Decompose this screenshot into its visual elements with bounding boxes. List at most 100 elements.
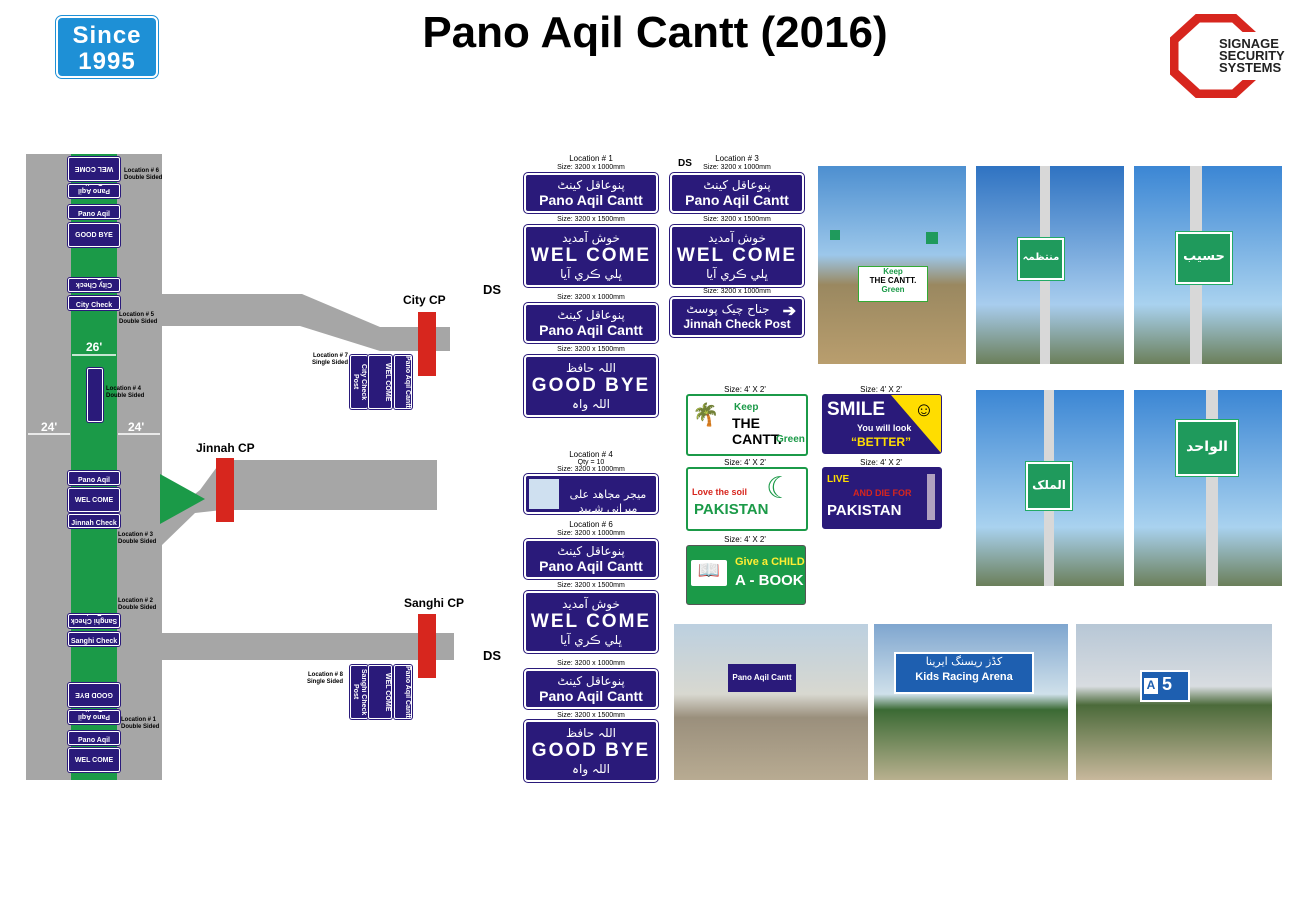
map-sign-pano-loc5: Pano Aqil Cantt (68, 205, 120, 219)
photo-pano-gantry: Pano Aqil Cantt (674, 624, 868, 780)
photo-kids-sign: کڈز ریسنگ ایرینا Kids Racing Arena (894, 652, 1034, 694)
sign-welcome-urdu: خوش آمدید (562, 597, 620, 611)
green-sign-4: الواحد (1176, 420, 1238, 476)
green-sign-3: الملک (1026, 462, 1072, 510)
sign-pano-2: پنوعاقل کینٹ Pano Aqil Cantt (524, 303, 658, 343)
sign-goodbye-english: GOOD BYE (531, 375, 651, 396)
since-label: Since (72, 22, 142, 49)
loc5-label: Location # 5 Double Sided (119, 312, 158, 325)
sign-jinnah-english: Jinnah Check Post (683, 317, 791, 331)
green-text: Green (776, 434, 805, 445)
map-sign-welcome-loc7: WEL COME (368, 355, 392, 409)
sign-welcome-english: WEL COME (530, 611, 652, 632)
better-text: “BETTER” (851, 435, 911, 449)
sign-goodbye-english: GOOD BYE (531, 740, 651, 761)
sign-welcome-3: خوش آمدید WEL COME ڀلي ڪري آيا (670, 225, 804, 287)
loc3-label: Location # 3 Double Sided (118, 532, 157, 545)
sign-pano-english: Pano Aqil Cantt (685, 192, 789, 208)
size-pano-4: Size: 3200 x 1000mm (557, 660, 625, 667)
map-sign-welcome-loc8: WEL COME (368, 665, 392, 719)
map-sign-city-loc7: City Check Post (350, 355, 368, 409)
logo-line-1: SIGNAGE (1219, 36, 1279, 51)
size-welcome-1: Size: 3200 x 1500mm (557, 216, 625, 223)
loc4-size: Size: 3200 x 1000mm (557, 466, 625, 473)
green-sign-1: منتظمہ (1018, 238, 1064, 280)
love-soil-text: Love the soil (692, 487, 748, 497)
sign-goodbye-urdu: اللہ حافظ (565, 361, 616, 375)
photo-pano-sign: Pano Aqil Cantt (728, 664, 796, 692)
photo-a5-sign: A 5 (1076, 624, 1272, 780)
size-welcome-3: Size: 3200 x 1500mm (703, 216, 771, 223)
loc2-label: Location # 2 Double Sided (118, 598, 157, 611)
sign-welcome-sindhi: ڀلي ڪري آيا (560, 633, 622, 647)
photo-small-sign-a (830, 230, 840, 240)
width-center: 26' (86, 340, 103, 354)
sign-pano-urdu: پنوعاقل کینٹ (557, 544, 625, 558)
loc6-label: Location # 6 Double Sided (124, 168, 163, 181)
since-badge: Since 1995 (55, 15, 159, 79)
map-sign-goodbye-loc1: GOOD BYE (68, 683, 120, 707)
ds-label-top: DS (483, 282, 502, 297)
map-sign-pano-loc3: Pano Aqil Cantt (68, 471, 120, 485)
map-sign-pano-loc1b: Pano Aqil Cantt (68, 731, 120, 745)
photo-kids-arena: کڈز ریسنگ ایرینا Kids Racing Arena (874, 624, 1068, 780)
live-text: LIVE (827, 474, 850, 485)
sign-martyr-urdu: میجر مجاھد علی میرانی شہید (569, 488, 647, 514)
loc3-title: Location # 3 (715, 154, 759, 163)
a5-number: 5 (1162, 674, 1173, 694)
city-checkpost (418, 312, 436, 376)
sign-welcome-1: خوش آمدید WEL COME ڀلي ڪري آيا (524, 225, 658, 287)
logo-text: SIGNAGE SECURITY SYSTEMS (1219, 36, 1285, 75)
company-logo (1170, 14, 1262, 98)
sign-pano-4: پنوعاقل کینٹ Pano Aqil Cantt (524, 669, 658, 709)
median-strip (71, 154, 117, 780)
sign-welcome-sindhi: ڀلي ڪري آيا (560, 267, 622, 281)
jinnah-cp-label: Jinnah CP (196, 441, 255, 455)
sign-pano-urdu: پنوعاقل کینٹ (557, 674, 625, 688)
sign-pano-urdu: پنوعاقل کینٹ (703, 178, 771, 192)
size-smile: Size: 4' X 2' (860, 385, 902, 394)
sign-jinnah: جناح چیک پوسٹ Jinnah Check Post ➔ (670, 297, 804, 337)
city-road (162, 294, 450, 351)
sign-pano-1: پنوعاقل کینٹ Pano Aqil Cantt (524, 173, 658, 213)
sign-goodbye-sindhi: اللہ واہ (572, 762, 610, 776)
sign-pano-urdu: پنوعاقل کینٹ (557, 178, 625, 192)
width-left: 24' (41, 420, 58, 434)
logo-line-2: SECURITY (1219, 48, 1285, 63)
minar-icon (927, 474, 935, 520)
map-sign-sanghi-b: Sanghi Check Post (68, 632, 120, 646)
keep-cantt-sign: 🌴 Keep THE CANTT. Green (686, 394, 808, 456)
logo-line-3: SYSTEMS (1219, 60, 1282, 75)
loc7-label: Location # 7 Single Sided (311, 353, 348, 366)
sign-goodbye-sindhi: اللہ واہ (572, 397, 610, 411)
sign-jinnah-urdu: جناح چیک پوسٹ (686, 302, 770, 316)
photo-small-sign-b (926, 232, 938, 244)
sign-welcome-2: خوش آمدید WEL COME ڀلي ڪري آيا (524, 591, 658, 653)
road-map (26, 154, 454, 780)
love-soil-sign: Love the soil PAKISTAN ☾ (686, 467, 808, 531)
sign-welcome-urdu: خوش آمدید (708, 231, 766, 245)
sign-pano-english: Pano Aqil Cantt (539, 322, 643, 338)
sanghi-road (162, 633, 454, 660)
photo-green-sign-2: حسیب (1134, 166, 1282, 364)
sign-welcome-english: WEL COME (530, 245, 652, 266)
palm-tree-icon: 🌴 (692, 402, 720, 427)
loc6-title: Location # 6 (569, 520, 613, 529)
loc6-size: Size: 3200 x 1000mm (557, 530, 625, 537)
pakistan-text-2: PAKISTAN (827, 502, 902, 519)
size-pano-2: Size: 3200 x 1000mm (557, 294, 625, 301)
size-welcome-2: Size: 3200 x 1500mm (557, 582, 625, 589)
you-will-look-text: You will look (857, 423, 912, 433)
sign-goodbye-urdu: اللہ حافظ (565, 726, 616, 740)
map-sign-goodbye: GOOD BYE (68, 223, 120, 247)
map-sign-sanghi-loc8: Sanghi Check Post (350, 665, 368, 719)
city-cp-label: City CP (403, 293, 446, 307)
sanghi-checkpost (418, 614, 436, 678)
size-goodbye-1: Size: 3200 x 1500mm (557, 346, 625, 353)
book-icon: 📖 (691, 560, 727, 586)
sign-welcome-sindhi: ڀلي ڪري آيا (706, 267, 768, 281)
map-sign-pano-loc8: Pano Aqil Cantt (394, 665, 412, 719)
loc8-label: Location # 8 Single Sided (306, 672, 343, 685)
sign-pano-3: پنوعاقل کینٹ Pano Aqil Cantt (524, 539, 658, 579)
smile-text: SMILE (827, 399, 886, 420)
